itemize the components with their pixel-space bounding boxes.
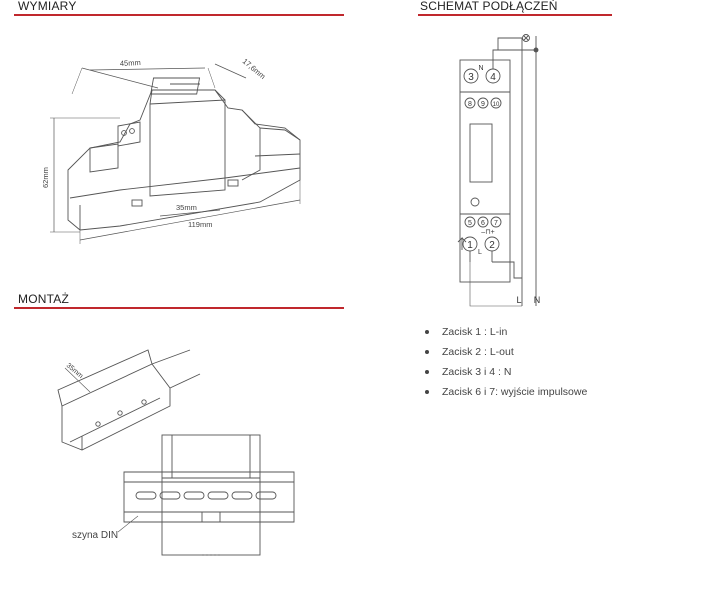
mounting-title: MONTAŻ [18, 292, 69, 306]
terminal-n-mark: N [478, 65, 483, 72]
wiring-rule [418, 14, 612, 16]
dim-rail-label: 35mm [176, 203, 197, 212]
terminal-9 [477, 97, 489, 109]
terminal-10 [490, 97, 502, 109]
terminal-3-label: 3 [468, 72, 474, 83]
terminal-6-label: 6 [481, 220, 485, 227]
legend-item: Zacisk 6 i 7: wyjście impulsowe [420, 382, 587, 402]
legend-item: Zacisk 3 i 4 : N [420, 362, 587, 382]
terminal-5 [464, 216, 476, 228]
dim-width-label: 45mm [120, 58, 141, 68]
dimensions-rule [14, 14, 344, 16]
terminal-8 [464, 97, 476, 109]
terminal-1-label: 1 [467, 240, 473, 251]
terminal-9-label: 9 [481, 101, 485, 108]
legend-item: Zacisk 2 : L-out [420, 342, 587, 362]
legend-item: Zacisk 1 : L-in [420, 322, 587, 342]
mounting-rule [14, 307, 344, 309]
wiring-title: SCHEMAT PODŁĄCZEŃ [420, 0, 558, 13]
dimensions-title: WYMIARY [18, 0, 77, 13]
terminal-7 [490, 216, 502, 228]
terminal-4-label: 4 [490, 72, 496, 83]
dim-length-label: 119mm [188, 220, 212, 229]
din-rail-label: szyna DIN [72, 530, 119, 541]
line-label-n: N [534, 295, 541, 305]
terminal-2-label: 2 [489, 240, 495, 251]
dimension-drawing: 45mm 17,6mm 62mm 35mm 119mm [41, 57, 301, 244]
dim-height-label: 62mm [41, 167, 50, 188]
terminal-5-label: 5 [468, 220, 472, 227]
terminal-8-label: 8 [468, 101, 472, 108]
wiring-diagram: 3 4 N 8 9 10 5 6 7 –⊓+ 1 2 L L N [457, 34, 541, 307]
terminal-3 [463, 68, 479, 84]
mounting-drawing: 35mm [57, 349, 295, 556]
terminal-l-mark: L [478, 249, 482, 256]
line-label-l: L [516, 295, 521, 305]
terminal-legend: Zacisk 1 : L-in Zacisk 2 : L-out Zacisk … [420, 322, 587, 402]
pulse-symbol: –⊓+ [481, 229, 494, 236]
terminal-7-label: 7 [494, 220, 498, 227]
terminal-10-label: 10 [493, 102, 500, 108]
terminal-6 [477, 216, 489, 228]
